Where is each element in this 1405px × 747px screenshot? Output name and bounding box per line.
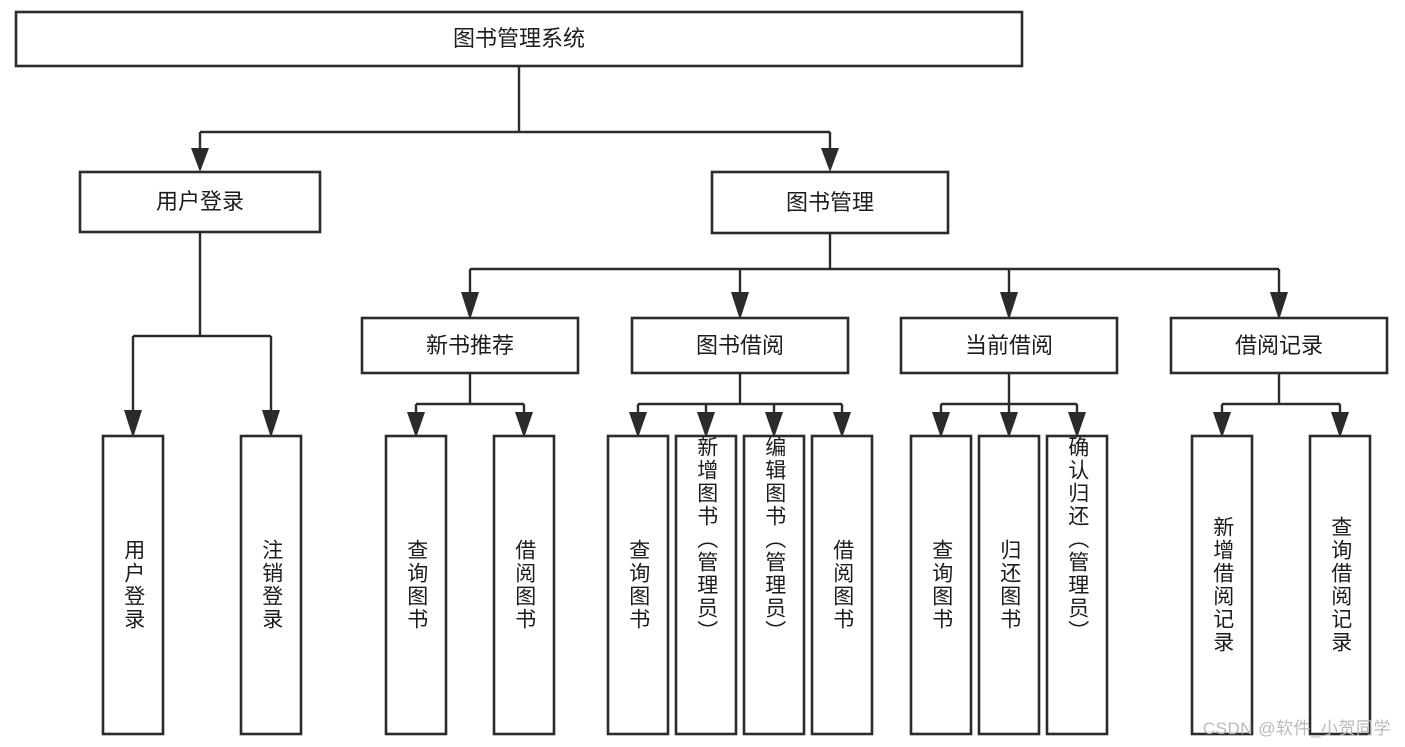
arrow-head-leaf-bookborrow-2 xyxy=(765,412,783,438)
node-box-book-borrow[interactable] xyxy=(630,316,850,375)
node-label-book-management: 图书管理 xyxy=(786,190,874,215)
arrow-head-new-book xyxy=(461,292,479,320)
node-box-leaf-book-borrow-1[interactable] xyxy=(674,434,738,736)
node-box-current-borrow[interactable] xyxy=(899,316,1119,375)
arrow-head-leaf-currentborrow-2 xyxy=(1068,412,1086,438)
node-label-current-borrow: 当前借阅 xyxy=(965,333,1053,358)
node-label-user-login: 用户登录 xyxy=(156,189,244,214)
node-box-leaf-new-book-0[interactable] xyxy=(384,434,448,736)
arrow-head-leaf-newbook-1 xyxy=(515,412,533,438)
node-box-book-management[interactable] xyxy=(710,170,950,235)
arrow-head-user-login xyxy=(191,148,209,172)
arrow-head-book-mgmt xyxy=(821,148,839,172)
node-box-leaf-book-borrow-3[interactable] xyxy=(810,434,874,736)
arrow-head-leaf-bookborrow-3 xyxy=(833,412,851,438)
node-box-new-book-recommend[interactable] xyxy=(360,316,580,375)
arrow-head-leaf-borrowrecord-0 xyxy=(1213,412,1231,438)
node-box-borrow-record[interactable] xyxy=(1169,316,1389,375)
node-box-leaf-user-login-0[interactable] xyxy=(101,434,165,736)
arrow-head-book-borrow xyxy=(731,292,749,320)
arrow-head-leaf-currentborrow-1 xyxy=(1000,412,1018,438)
arrow-head-leaf-currentborrow-0 xyxy=(932,412,950,438)
watermark-text: CSDN @软件_小贺同学 xyxy=(1202,719,1391,738)
node-box-leaf-borrow-record-0[interactable] xyxy=(1190,434,1254,736)
arrow-head-borrow-record xyxy=(1270,292,1288,320)
node-box-leaf-current-borrow-2[interactable] xyxy=(1045,434,1109,736)
arrow-head-leaf-bookborrow-1 xyxy=(697,412,715,438)
node-box-leaf-current-borrow-0[interactable] xyxy=(909,434,973,736)
node-box-user-login[interactable] xyxy=(78,170,322,234)
node-box-leaf-borrow-record-1[interactable] xyxy=(1308,434,1372,736)
arrow-head-leaf-borrowrecord-1 xyxy=(1331,412,1349,438)
arrow-head-leaf-newbook-0 xyxy=(407,412,425,438)
node-box-leaf-new-book-1[interactable] xyxy=(492,434,556,736)
node-box-leaf-book-borrow-2[interactable] xyxy=(742,434,806,736)
arrow-head-leaf-user-login-1 xyxy=(262,410,280,438)
node-label-borrow-record: 借阅记录 xyxy=(1235,333,1323,358)
arrow-head-leaf-bookborrow-0 xyxy=(629,412,647,438)
node-label-root: 图书管理系统 xyxy=(453,26,585,51)
node-layer: 图书管理系统 用户登录 图书管理 新书推荐 图书借阅 当前借阅 借阅记录 xyxy=(14,10,1389,736)
connector-layer xyxy=(124,66,1349,438)
arrow-head-leaf-user-login-0 xyxy=(124,410,142,438)
node-box-leaf-book-borrow-0[interactable] xyxy=(606,434,670,736)
arrow-head-current-borrow xyxy=(1000,292,1018,320)
node-label-new-book-recommend: 新书推荐 xyxy=(426,333,514,358)
node-box-leaf-user-login-1[interactable] xyxy=(239,434,303,736)
node-box-leaf-current-borrow-1[interactable] xyxy=(977,434,1041,736)
node-box-root[interactable] xyxy=(14,10,1024,68)
node-label-book-borrow: 图书借阅 xyxy=(696,333,784,358)
